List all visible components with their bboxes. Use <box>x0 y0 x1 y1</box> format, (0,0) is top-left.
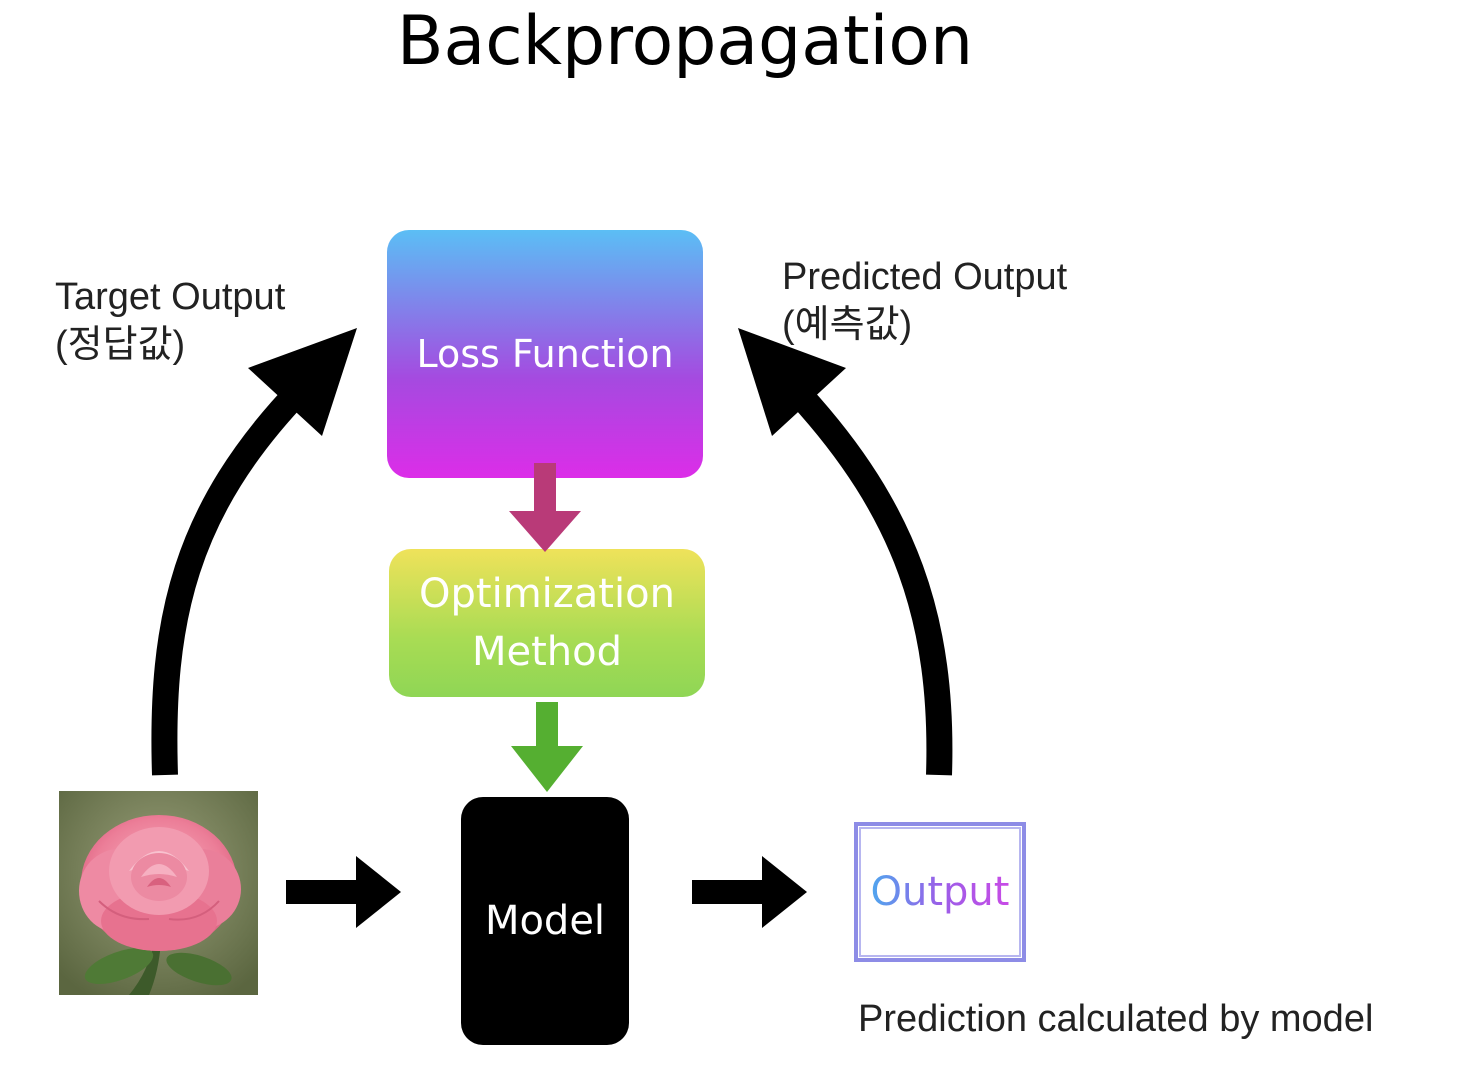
output-label: Output <box>870 869 1010 915</box>
opt-to-model-arrow-shaft <box>536 702 558 748</box>
loss-function-box: Loss Function <box>387 230 703 478</box>
image-to-model-arrow-head <box>356 856 401 928</box>
target-to-loss-arrow-head <box>248 328 357 436</box>
rose-image <box>59 791 258 995</box>
target-output-text: Target Output <box>55 276 286 318</box>
target-to-loss-arrow-shaft <box>151 381 310 776</box>
optimization-label-line1: Optimization <box>419 571 675 617</box>
model-label: Model <box>484 898 606 944</box>
opt-to-model-arrow-head <box>511 746 583 792</box>
predicted-output-korean: (예측값) <box>782 304 913 346</box>
model-box: Model <box>461 797 629 1045</box>
predicted-to-loss-arrow-shaft <box>790 386 953 776</box>
prediction-caption: Prediction calculated by model <box>858 998 1374 1040</box>
optimization-label-line2: Method <box>471 629 623 675</box>
model-to-output-arrow-head <box>762 856 807 928</box>
loss-function-label: Loss Function <box>416 332 674 376</box>
predicted-output-text: Predicted Output <box>782 256 1068 298</box>
predicted-output-label: Predicted Output (예측값) <box>782 253 1067 349</box>
output-box: Output <box>854 822 1026 962</box>
loss-to-opt-arrow-shaft <box>534 463 556 513</box>
predicted-to-loss-arrow-head <box>738 328 846 436</box>
model-to-output-arrow-shaft <box>692 880 768 904</box>
optimization-method-box: Optimization Method <box>389 549 705 697</box>
diagram-title: Backpropagation <box>396 2 974 81</box>
loss-to-opt-arrow-head <box>509 511 581 552</box>
target-output-label: Target Output (정답값) <box>55 273 285 369</box>
image-to-model-arrow-shaft <box>286 880 362 904</box>
target-output-korean: (정답값) <box>55 324 186 366</box>
